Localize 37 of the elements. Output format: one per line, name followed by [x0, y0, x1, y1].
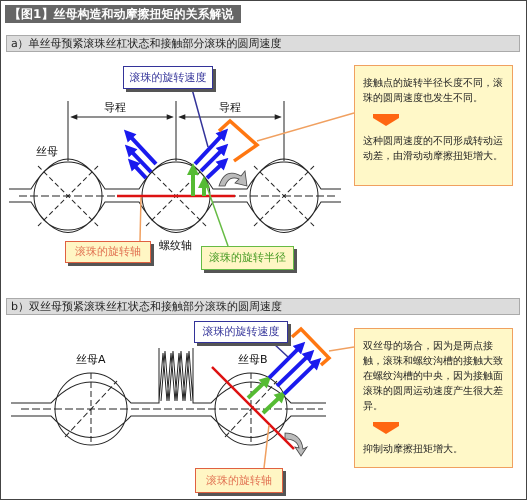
leader-line [263, 424, 270, 468]
speed-difference-bracket [290, 326, 332, 366]
part-label: 导程 [104, 101, 126, 114]
callout-text: 这种圆周速度的不同形成转动运动差，由滑动动摩擦扭矩增大。 [363, 134, 504, 164]
part-label: 丝母 [36, 145, 58, 158]
callout-box [201, 246, 294, 270]
rotation-axis-line [117, 194, 235, 198]
part-label: 螺纹轴 [159, 239, 192, 252]
callout-text: 滚珠的旋转轴 [75, 245, 141, 259]
callout-text: 抑制动摩擦扭矩增大。 [363, 442, 464, 457]
callout-text: 滚珠的旋转速度 [130, 70, 206, 84]
section-header: b）双丝母预紧滚珠丝杠状态和接触部分滚珠的圆周速度 [6, 298, 520, 315]
velocity-arrows [194, 128, 228, 180]
part-label: 导程 [219, 101, 241, 114]
speed-difference-bracket [218, 118, 260, 162]
callout-text: 接触点的旋转半径长度不同，滚珠的圆周速度也发生不同。 [363, 76, 504, 106]
callout-box [354, 328, 513, 468]
velocity-arrows [268, 342, 322, 396]
leader-line [206, 186, 229, 246]
part-label: 丝母A [76, 353, 106, 366]
leader-line [328, 346, 354, 352]
callout-box [194, 321, 288, 343]
radius-arrows [187, 163, 210, 196]
section-header: a）单丝母预紧滚珠丝杠状态和接触部分滚珠的圆周速度 [6, 35, 520, 52]
callout-box [123, 66, 213, 89]
rotation-axis-line [211, 366, 295, 450]
callout-text: 滚珠的旋转半径 [209, 251, 286, 265]
title-bar: 【图1】丝母构造和动摩擦扭矩的关系解说 [5, 5, 242, 23]
part-label: 丝母B [238, 353, 268, 366]
callout-text: 滚珠的旋转速度 [202, 325, 280, 339]
callout-box [65, 241, 151, 263]
callout-text: 滚珠的旋转轴 [206, 474, 272, 488]
leader-line [139, 196, 142, 242]
leader-line [256, 112, 354, 142]
callout-box [195, 468, 283, 493]
callout-box [354, 65, 513, 186]
callout-text: 双丝母的场合，因为是两点接触，滚珠和螺纹沟槽的接触大致在螺纹沟槽的中央，因为接触面滚珠的圆周运动速度产生很大差异。 [363, 340, 504, 414]
